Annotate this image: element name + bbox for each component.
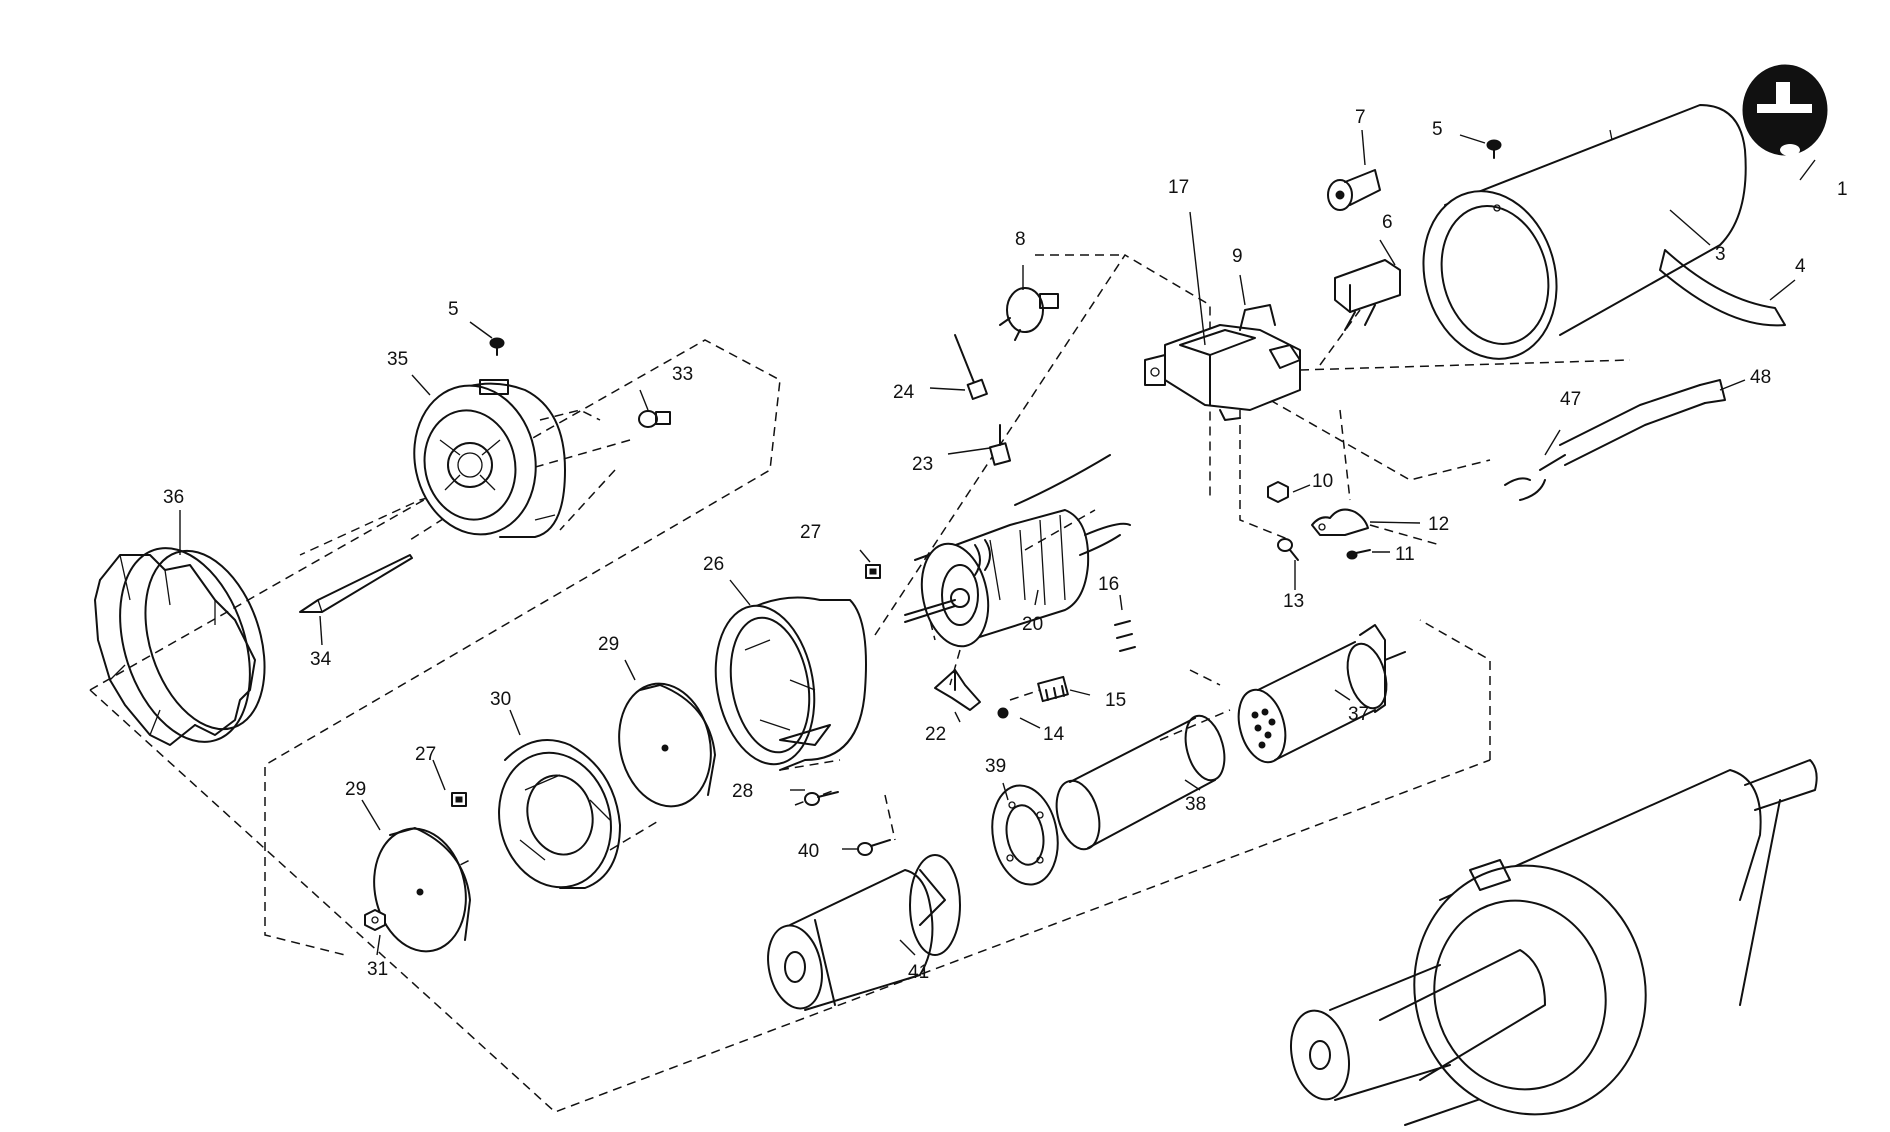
part-34-probe bbox=[299, 554, 413, 613]
part-41-nozzle-body bbox=[767, 854, 961, 1011]
label-part-22: 22 bbox=[925, 724, 946, 745]
part-31-nut bbox=[364, 909, 386, 931]
leader-lines bbox=[179, 129, 1816, 956]
label-part-11: 11 bbox=[1395, 544, 1415, 565]
part-36-bezel-ring bbox=[94, 547, 266, 746]
label-part-41: 41 bbox=[908, 962, 929, 983]
part-40-screw bbox=[857, 839, 891, 856]
label-part-15: 15 bbox=[1105, 690, 1126, 711]
part-47-48-power-cord bbox=[1504, 379, 1726, 501]
label-part-7: 7 bbox=[1355, 107, 1366, 128]
label-part-40: 40 bbox=[798, 841, 819, 862]
label-part-39: 39 bbox=[985, 756, 1006, 777]
part-number-labels: 1 3 4 5 5 6 7 8 9 10 11 12 13 14 15 16 1… bbox=[163, 107, 1848, 983]
label-part-3: 3 bbox=[1715, 244, 1726, 265]
label-part-5-right: 5 bbox=[1432, 119, 1443, 140]
label-part-14: 14 bbox=[1043, 724, 1065, 745]
part-3-housing bbox=[1422, 104, 1747, 360]
assembly-guide-lines bbox=[89, 253, 1631, 1113]
label-part-13: 13 bbox=[1283, 591, 1304, 612]
label-part-9: 9 bbox=[1232, 246, 1243, 267]
label-part-20: 20 bbox=[1022, 614, 1043, 635]
assembled-heat-gun bbox=[1290, 759, 1818, 1126]
label-part-27-left: 27 bbox=[415, 744, 436, 765]
part-27-clip-left bbox=[451, 792, 467, 807]
label-part-23: 23 bbox=[912, 454, 933, 475]
part-5-screw-left bbox=[489, 337, 505, 356]
part-7-knob bbox=[1327, 169, 1381, 211]
label-part-27-right: 27 bbox=[800, 522, 821, 543]
part-14-screw bbox=[997, 707, 1009, 719]
part-29-fan-disc-right bbox=[618, 682, 716, 808]
part-16-pins bbox=[1114, 620, 1136, 652]
part-27-clip-right bbox=[865, 564, 881, 579]
label-part-31: 31 bbox=[367, 959, 388, 980]
label-part-10: 10 bbox=[1312, 471, 1333, 492]
label-part-34: 34 bbox=[310, 649, 332, 670]
label-part-35: 35 bbox=[387, 349, 408, 370]
part-20-motor bbox=[904, 454, 1131, 648]
part-5-screw-right bbox=[1486, 139, 1502, 159]
part-38-tube bbox=[1055, 714, 1226, 851]
label-part-17: 17 bbox=[1168, 177, 1189, 198]
part-12-clamp bbox=[1311, 508, 1369, 536]
label-part-33: 33 bbox=[672, 364, 693, 385]
part-6-switch bbox=[1334, 259, 1401, 331]
part-23-brush-holder bbox=[988, 424, 1012, 466]
label-part-28: 28 bbox=[732, 781, 753, 802]
label-part-47: 47 bbox=[1560, 389, 1581, 410]
part-4-shield bbox=[1659, 249, 1786, 327]
label-part-48: 48 bbox=[1750, 367, 1771, 388]
part-24-carbon-brush bbox=[954, 334, 988, 400]
part-33-screw bbox=[638, 410, 671, 428]
label-part-30: 30 bbox=[490, 689, 511, 710]
part-26-motor-cup bbox=[714, 596, 867, 771]
label-part-5-left: 5 bbox=[448, 299, 459, 320]
label-part-6: 6 bbox=[1382, 212, 1393, 233]
label-part-29-left: 29 bbox=[345, 779, 366, 800]
part-22-brush-holder bbox=[934, 669, 981, 711]
label-part-16: 16 bbox=[1098, 574, 1119, 595]
part-37-heating-element bbox=[1237, 624, 1406, 764]
part-10-nut bbox=[1267, 481, 1289, 503]
part-8-potentiometer bbox=[999, 287, 1059, 341]
label-part-1: 1 bbox=[1837, 179, 1848, 200]
label-part-8: 8 bbox=[1015, 229, 1026, 250]
part-28-screw bbox=[804, 791, 839, 806]
part-29-fan-disc-left bbox=[373, 827, 471, 953]
part-11-screw bbox=[1346, 549, 1371, 560]
label-part-26: 26 bbox=[703, 554, 724, 575]
label-part-12: 12 bbox=[1428, 514, 1449, 535]
label-part-4: 4 bbox=[1795, 256, 1806, 277]
label-part-37: 37 bbox=[1348, 704, 1369, 725]
part-1-label-badge bbox=[1742, 64, 1828, 156]
part-30-fan-shroud bbox=[498, 739, 621, 889]
label-part-38: 38 bbox=[1185, 794, 1206, 815]
part-35-fan-housing bbox=[413, 379, 566, 538]
label-part-29-right: 29 bbox=[598, 634, 619, 655]
part-15-connector bbox=[1037, 675, 1069, 703]
part-13-screw bbox=[1277, 538, 1299, 561]
label-part-24: 24 bbox=[893, 382, 915, 403]
label-part-36: 36 bbox=[163, 487, 184, 508]
part-17-electronics-module bbox=[1144, 304, 1301, 421]
part-39-flange bbox=[991, 784, 1059, 886]
